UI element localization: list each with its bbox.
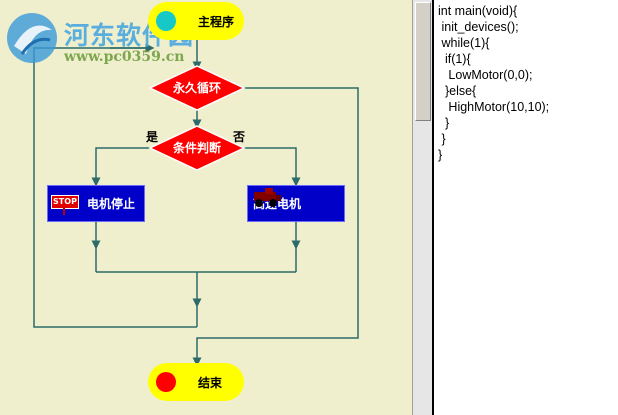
- scrollbar-thumb[interactable]: [415, 2, 431, 121]
- no-action-node[interactable]: 高速电机: [247, 185, 345, 222]
- stop-sign-icon: STOP: [51, 193, 79, 215]
- loop-diamond: [148, 65, 246, 111]
- loop-label: 永久循环: [172, 81, 221, 95]
- motor-car-icon: [254, 188, 281, 207]
- no-label: 否: [233, 130, 246, 144]
- end-node[interactable]: 结束: [148, 363, 244, 401]
- condition-label: 条件判断: [172, 141, 221, 155]
- loop-node[interactable]: 永久循环: [160, 79, 234, 96]
- watermark-logo-icon: [7, 13, 57, 63]
- flowchart-connectors: [33, 40, 359, 367]
- start-label: 主程序: [198, 14, 235, 29]
- code-text[interactable]: int main(void){ init_devices(); while(1)…: [438, 4, 550, 162]
- condition-diamond: [148, 125, 246, 171]
- yes-label: 是: [146, 130, 159, 144]
- flowchart-canvas[interactable]: 河东软件园 www.pc0359.cn 主程序 永久循环 条件判断 是 否 ST…: [0, 0, 412, 415]
- watermark-url: www.pc0359.cn: [64, 49, 185, 65]
- end-icon: [156, 372, 176, 392]
- code-panel[interactable]: int main(void){ init_devices(); while(1)…: [432, 0, 618, 415]
- end-label: 结束: [198, 375, 223, 390]
- start-icon: [156, 11, 176, 31]
- start-node[interactable]: 主程序: [148, 2, 244, 40]
- condition-node[interactable]: 条件判断: [160, 139, 234, 156]
- yes-action-node[interactable]: STOP 电机停止: [47, 185, 145, 222]
- yes-action-label: 电机停止: [87, 197, 136, 211]
- stop-badge: STOP: [51, 194, 79, 209]
- vertical-scrollbar[interactable]: [412, 0, 432, 415]
